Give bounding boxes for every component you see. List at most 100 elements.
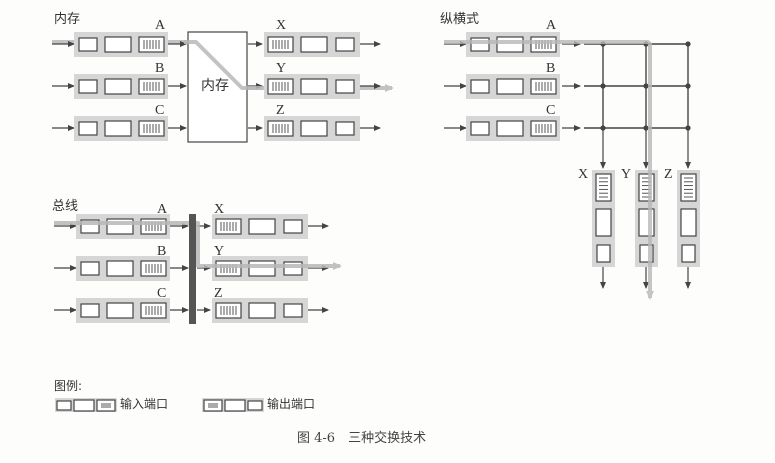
crossbar-input-port-b xyxy=(466,74,560,99)
bus-switch-diagram xyxy=(54,214,342,324)
memory-output-port-x xyxy=(264,32,360,57)
line-termination-box xyxy=(335,79,355,94)
line-termination-box xyxy=(80,303,100,318)
line-termination-box xyxy=(283,219,303,234)
bus-output-port-x xyxy=(212,214,308,239)
link-layer-box xyxy=(496,120,524,137)
crossbar-output-label-y: Y xyxy=(621,167,632,182)
bus-input-port-b xyxy=(76,256,170,281)
crossbar-crosspoint xyxy=(685,125,691,131)
link-layer-box xyxy=(106,302,134,319)
line-termination-box xyxy=(80,261,100,276)
link-layer-box xyxy=(248,260,276,277)
link-layer-box xyxy=(300,36,328,53)
bus-input-label-a: A xyxy=(157,202,168,217)
buffer-stripes xyxy=(101,403,111,408)
line-termination-box xyxy=(283,261,303,276)
lookup-queue-box xyxy=(138,78,165,95)
crossbar-crosspoint xyxy=(643,125,649,131)
memory-input-label-c: C xyxy=(155,103,165,118)
crossbar-crosspoint xyxy=(600,83,606,89)
line-termination-box xyxy=(335,121,355,136)
link-layer-box xyxy=(300,78,328,95)
memory-switch-diagram xyxy=(52,31,394,143)
memory-output-port-y xyxy=(264,74,360,99)
link-layer-box xyxy=(496,78,524,95)
legend-box xyxy=(224,399,246,412)
link-layer-box xyxy=(248,302,276,319)
legend-box xyxy=(247,400,263,411)
memory-output-label-y: Y xyxy=(276,61,287,76)
link-layer-box xyxy=(104,78,132,95)
buffer-stripes xyxy=(220,306,237,315)
buffer-stripes xyxy=(145,306,162,315)
link-layer-box xyxy=(106,260,134,277)
output-queue-box xyxy=(215,218,242,235)
line-termination-box xyxy=(470,79,490,94)
legend-box xyxy=(56,400,72,411)
lookup-queue-box xyxy=(530,78,557,95)
crossbar-input-label-b: B xyxy=(546,61,556,76)
figure-caption: 图 4-6 三种交换技术 xyxy=(297,431,427,446)
link-layer-box xyxy=(248,218,276,235)
crossbar-crosspoint xyxy=(685,83,691,89)
bus-input-label-c: C xyxy=(157,286,167,301)
crossbar-switch-diagram xyxy=(444,32,700,300)
crossbar-input-port-a xyxy=(466,32,560,57)
line-termination-box xyxy=(681,244,696,263)
memory-input-label-a: A xyxy=(155,18,166,33)
bus-packet-path xyxy=(54,221,342,270)
buffer-stripes xyxy=(145,264,162,273)
crossbar-input-label-a: A xyxy=(546,18,557,33)
bus-bar xyxy=(189,214,196,324)
bus-input-port-c xyxy=(76,298,170,323)
buffer-stripes xyxy=(143,82,160,91)
memory-input-port-a xyxy=(74,32,168,57)
crossbar-output-port-z xyxy=(677,170,700,267)
memory-packet-path-inner xyxy=(184,40,262,90)
memory-input-port-c xyxy=(74,116,168,141)
line-termination-box xyxy=(470,37,490,52)
legend-input-port-label: 输入端口 xyxy=(120,397,169,411)
memory-block xyxy=(187,31,248,143)
buffer-stripes xyxy=(208,403,218,408)
link-layer-box xyxy=(595,208,612,237)
crossbar-crosspoint xyxy=(643,83,649,89)
output-queue-box xyxy=(680,173,697,202)
line-termination-box xyxy=(78,121,98,136)
crossbar-output-label-z: Z xyxy=(664,167,673,182)
output-queue-box xyxy=(267,120,294,137)
legend-output-port-icon xyxy=(202,398,264,412)
line-termination-box xyxy=(596,244,611,263)
line-termination-box xyxy=(78,79,98,94)
buffer-stripes xyxy=(220,222,237,231)
buffer-stripes xyxy=(272,124,289,133)
memory-center-label: 内存 xyxy=(201,78,229,94)
bus-input-port-a xyxy=(76,214,170,239)
memory-section-title: 内存 xyxy=(54,12,81,27)
legend-output-port-label: 输出端口 xyxy=(267,397,316,411)
crossbar-output-label-x: X xyxy=(578,167,589,182)
bus-input-label-b: B xyxy=(157,244,167,259)
legend-title: 图例: xyxy=(54,379,83,393)
memory-output-port-z xyxy=(264,116,360,141)
line-termination-box xyxy=(335,37,355,52)
link-layer-box xyxy=(496,36,524,53)
bus-output-label-y: Y xyxy=(214,244,225,259)
buffer-stripes xyxy=(143,40,160,49)
buffer-stripes xyxy=(599,177,608,198)
buffer-stripes xyxy=(272,40,289,49)
legend-input-port-icon xyxy=(55,398,117,412)
link-layer-box xyxy=(104,120,132,137)
output-queue-box xyxy=(595,173,612,202)
link-layer-box xyxy=(300,120,328,137)
memory-output-label-z: Z xyxy=(276,103,285,118)
legend-icons xyxy=(55,398,264,412)
lookup-queue-box xyxy=(530,36,557,53)
line-termination-box xyxy=(470,121,490,136)
bus-section-title: 总线 xyxy=(52,199,79,214)
bus-output-port-y xyxy=(212,256,308,281)
buffer-stripes xyxy=(535,124,552,133)
line-termination-box xyxy=(78,37,98,52)
bus-output-port-z xyxy=(212,298,308,323)
